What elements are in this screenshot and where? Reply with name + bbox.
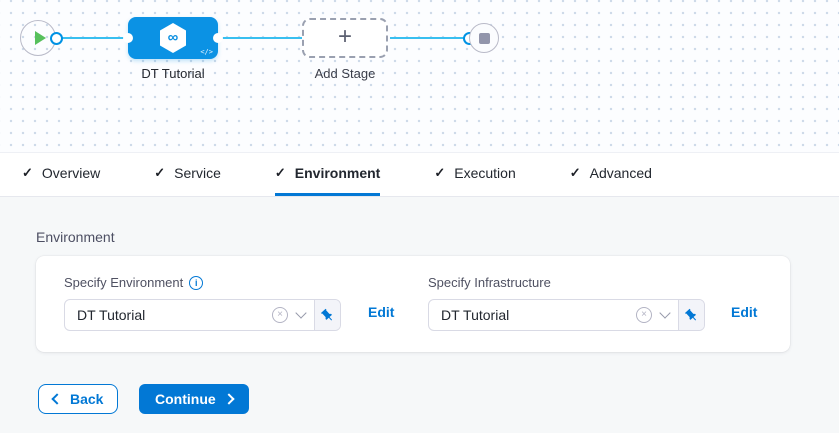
- tab-service[interactable]: ✓ Service: [154, 153, 221, 196]
- connector-line: [390, 37, 470, 39]
- tab-overview[interactable]: ✓ Overview: [22, 153, 100, 196]
- pin-icon: [684, 308, 697, 320]
- stage-node-label: DT Tutorial: [141, 66, 205, 81]
- code-icon: </>: [200, 48, 213, 56]
- pin-icon: [320, 308, 333, 320]
- environment-card: Specify Environment i × Edit Spec: [36, 256, 790, 352]
- continue-button-label: Continue: [155, 391, 216, 407]
- infrastructure-select-input[interactable]: [439, 306, 627, 324]
- start-connector-port[interactable]: [50, 31, 63, 45]
- add-stage-label: Add Stage: [314, 66, 376, 81]
- harness-cd-icon: ∞: [167, 29, 179, 46]
- pipeline-canvas: ∞ </> DT Tutorial + Add Stage: [0, 0, 839, 152]
- chevron-right-icon: [222, 393, 235, 405]
- infrastructure-pin-button[interactable]: [678, 300, 704, 330]
- continue-button[interactable]: Continue: [139, 384, 249, 414]
- environment-select-input[interactable]: [75, 306, 263, 324]
- stop-icon: [478, 32, 490, 44]
- info-icon[interactable]: i: [189, 275, 204, 290]
- infrastructure-edit-link[interactable]: Edit: [731, 304, 758, 320]
- connector-line: [56, 37, 128, 39]
- clear-icon[interactable]: ×: [272, 307, 288, 323]
- check-icon: ✓: [22, 165, 33, 180]
- infrastructure-select-group: ×: [428, 299, 705, 331]
- tab-advanced[interactable]: ✓ Advanced: [570, 153, 652, 196]
- add-stage-button[interactable]: +: [302, 18, 388, 58]
- chevron-down-icon[interactable]: [659, 307, 671, 319]
- check-icon: ✓: [569, 165, 581, 180]
- environment-edit-link[interactable]: Edit: [368, 304, 395, 320]
- section-heading: Environment: [36, 229, 115, 245]
- play-icon: [34, 31, 46, 45]
- specify-infrastructure-label: Specify Infrastructure: [428, 275, 551, 290]
- plus-icon: +: [337, 23, 352, 50]
- check-icon: ✓: [154, 165, 166, 180]
- tab-label: Overview: [41, 165, 101, 181]
- tab-label: Advanced: [589, 165, 652, 181]
- deploy-stage-icon: ∞: [160, 23, 186, 53]
- environment-combobox[interactable]: ×: [65, 300, 314, 330]
- back-button[interactable]: Back: [38, 384, 119, 414]
- stage-left-port[interactable]: [123, 33, 133, 43]
- back-button-label: Back: [70, 391, 104, 407]
- tab-execution[interactable]: ✓ Execution: [434, 153, 515, 196]
- check-icon: ✓: [274, 165, 286, 180]
- pipeline-end-node[interactable]: [469, 23, 499, 53]
- tab-label: Service: [174, 165, 221, 181]
- connector-line: [218, 37, 302, 39]
- field-label-row: Specify Infrastructure: [428, 275, 705, 290]
- tab-environment[interactable]: ✓ Environment: [274, 153, 381, 196]
- chevron-left-icon: [51, 393, 63, 405]
- environment-tab-panel: Environment Specify Environment i ×: [0, 197, 839, 433]
- field-label-row: Specify Environment i: [64, 275, 341, 290]
- environment-select-group: ×: [64, 299, 341, 331]
- chevron-down-icon[interactable]: [295, 307, 307, 319]
- specify-infrastructure-field: Specify Infrastructure ×: [428, 275, 705, 331]
- environment-pin-button[interactable]: [314, 300, 340, 330]
- specify-environment-field: Specify Environment i ×: [64, 275, 341, 331]
- specify-environment-label: Specify Environment: [64, 275, 184, 290]
- stage-right-port[interactable]: [213, 33, 223, 43]
- infrastructure-combobox[interactable]: ×: [429, 300, 678, 330]
- clear-icon[interactable]: ×: [636, 307, 652, 323]
- tab-label: Environment: [294, 165, 381, 181]
- stage-config-tabbar: ✓ Overview ✓ Service ✓ Environment ✓ Exe…: [0, 152, 839, 197]
- check-icon: ✓: [434, 165, 446, 180]
- stage-node-dt-tutorial[interactable]: ∞ </>: [128, 17, 218, 59]
- tab-label: Execution: [454, 165, 516, 181]
